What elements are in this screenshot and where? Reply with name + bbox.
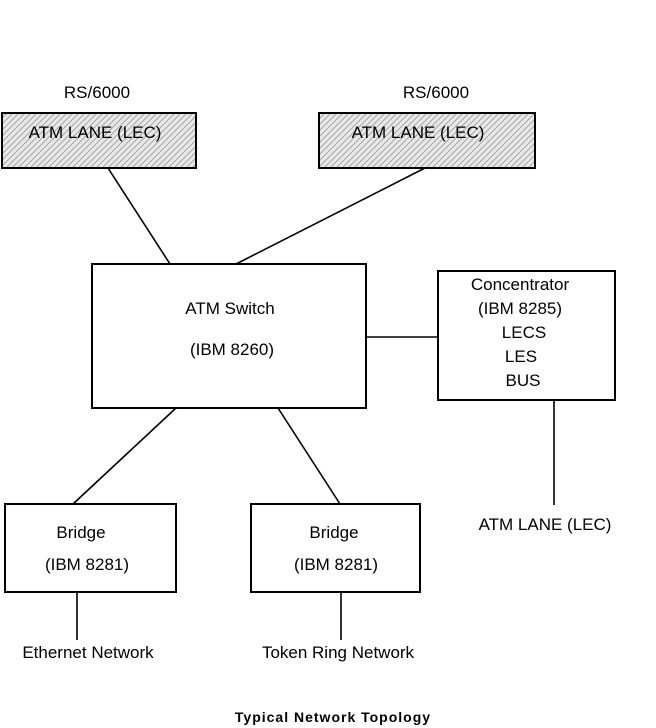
atm-switch-model: (IBM 8260) — [190, 340, 274, 359]
concentrator-bus: BUS — [506, 371, 541, 390]
bridge-left-model: (IBM 8281) — [45, 555, 129, 574]
bridge-right-model: (IBM 8281) — [294, 555, 378, 574]
bridge-right-node — [250, 503, 421, 593]
rs6000-right-lane-label: ATM LANE (LEC) — [352, 123, 485, 142]
concentrator-les: LES — [505, 347, 537, 366]
concentrator-endpoint-label: ATM LANE (LEC) — [479, 515, 612, 534]
bridge-right-title: Bridge — [309, 523, 358, 542]
bridge-left-node — [4, 503, 177, 593]
ethernet-network-label: Ethernet Network — [22, 643, 154, 662]
link-switch-to-bridge-right — [277, 407, 341, 505]
token-ring-network-label: Token Ring Network — [262, 643, 415, 662]
rs6000-right-host-label: RS/6000 — [403, 83, 469, 102]
atm-switch-node — [91, 263, 367, 409]
link-switch-to-bridge-left — [72, 407, 177, 505]
atm-switch-title: ATM Switch — [185, 299, 274, 318]
link-rs6000-right-to-switch — [235, 167, 426, 265]
link-rs6000-left-to-switch — [107, 167, 171, 265]
figure-caption: Typical Network Topology — [235, 709, 431, 725]
rs6000-left-host-label: RS/6000 — [64, 83, 130, 102]
concentrator-node — [437, 270, 616, 401]
concentrator-lecs: LECS — [502, 323, 546, 342]
concentrator-model: (IBM 8285) — [478, 299, 562, 318]
bridge-left-title: Bridge — [56, 523, 105, 542]
rs6000-left-lane-label: ATM LANE (LEC) — [29, 123, 162, 142]
rs6000-left-node — [1, 112, 197, 169]
concentrator-title: Concentrator — [471, 275, 570, 294]
rs6000-right-node — [318, 112, 536, 169]
